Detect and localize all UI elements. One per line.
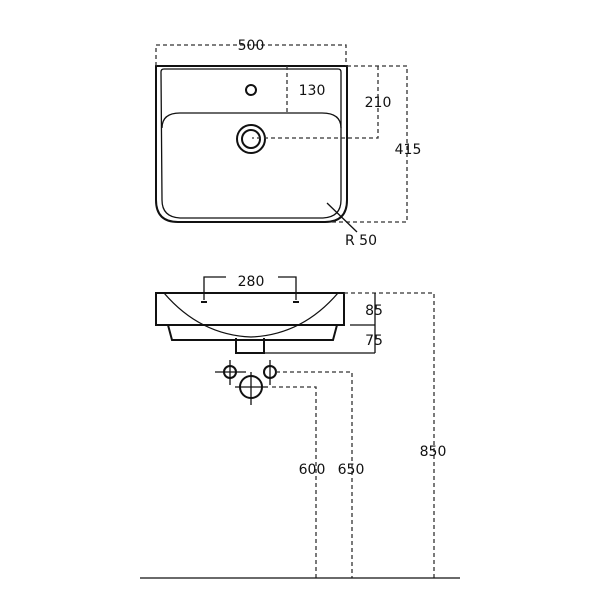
rim-profile [155,292,345,326]
bowl-outline [161,112,342,129]
dim-waste-height: 650 [338,462,365,478]
basin-outline-top [155,65,348,223]
side-view: 280 85 75 600 650 850 [140,274,460,579]
dim-bowl-height: 75 [365,333,383,349]
top-view: 500 130 210 415 R 50 [155,38,422,249]
outlet [235,338,265,354]
dim-width: 500 [238,38,265,54]
dim-radius: R 50 [345,233,377,249]
tap-hole [245,84,257,96]
dim-tap-spacing: 280 [238,274,265,290]
dim-drain-offset: 210 [365,95,392,111]
dim-tap-offset: 130 [299,83,326,99]
rim-inner [160,68,342,219]
drain-outer [236,124,266,154]
drain-inner [241,129,261,149]
dim-rim-height: 85 [365,303,383,319]
dim-supply-height: 600 [299,462,326,478]
dim-mount-height: 850 [420,444,447,460]
dim-depth: 415 [395,142,422,158]
